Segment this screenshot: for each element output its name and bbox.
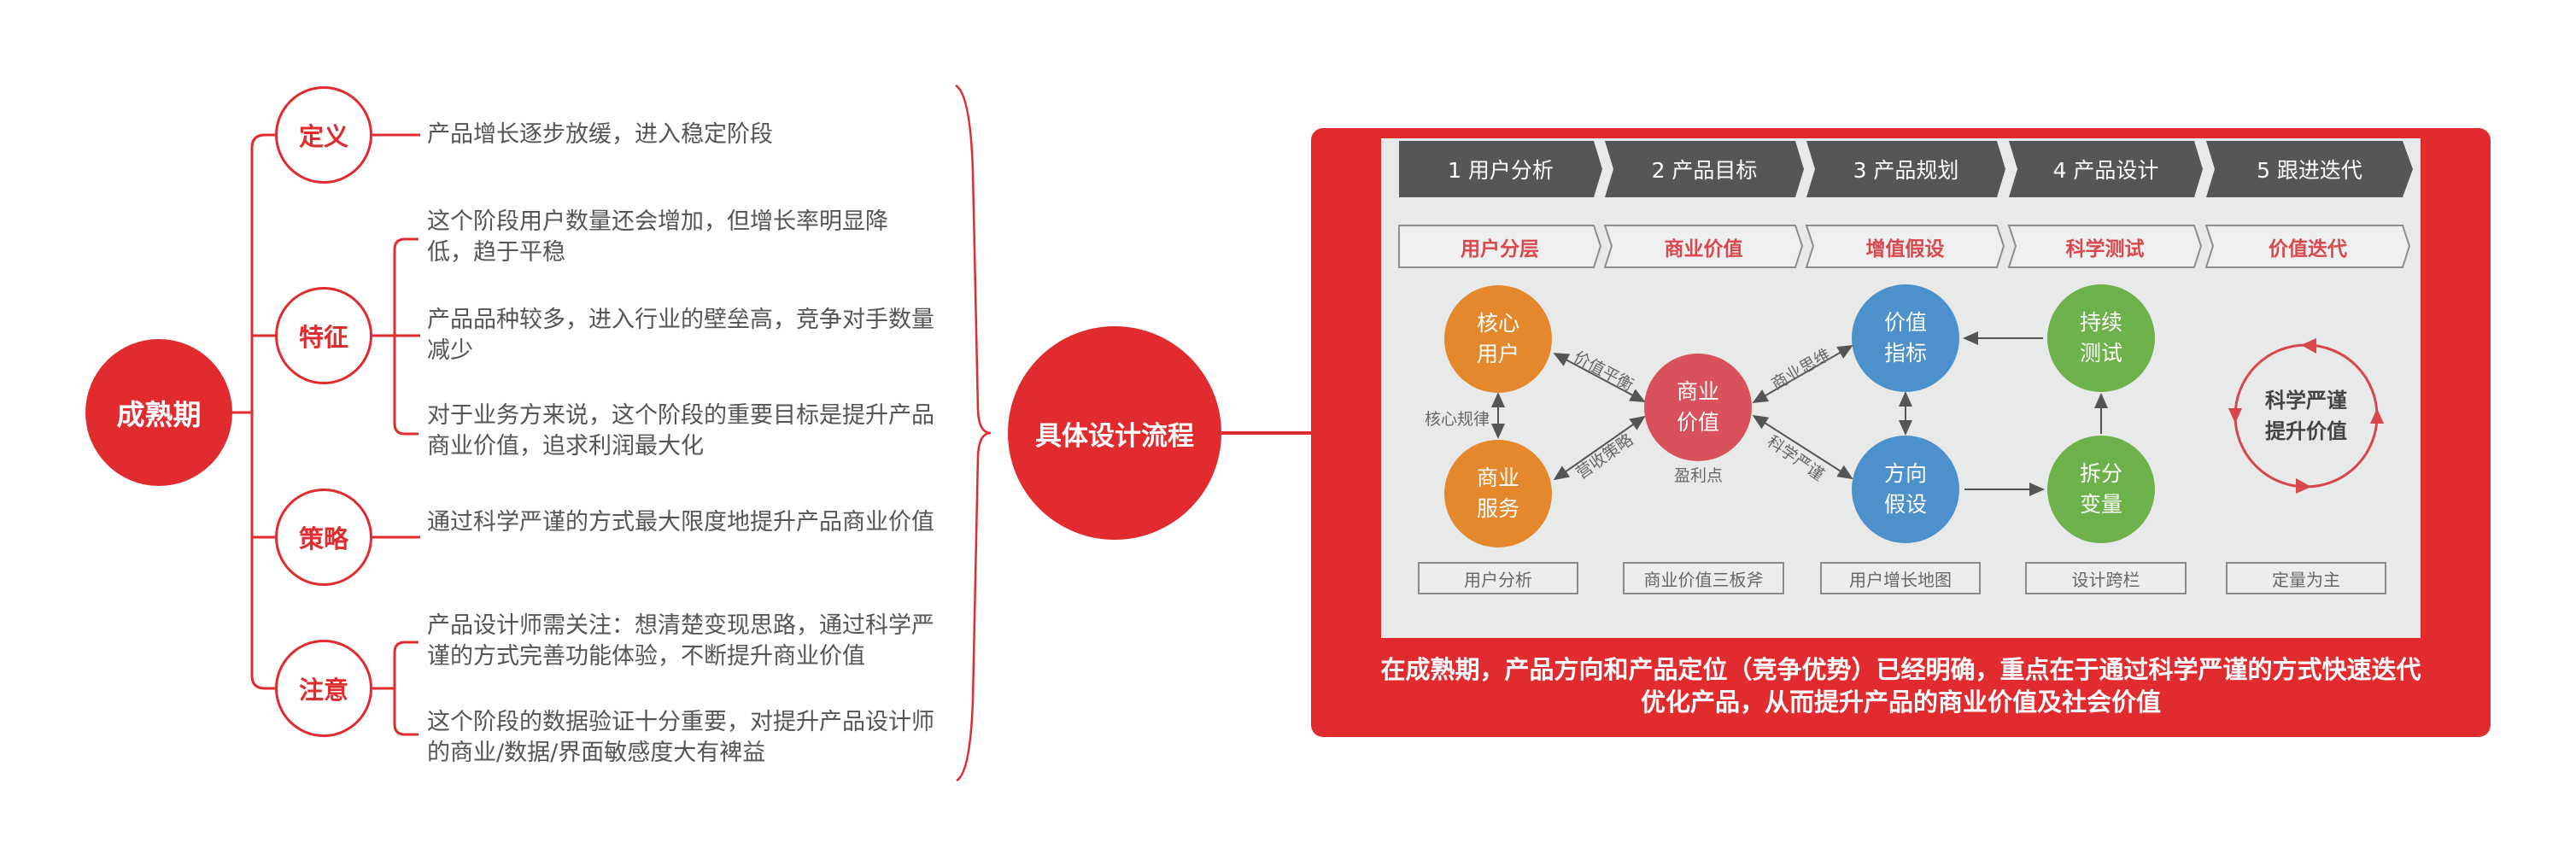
substep-value-added-hypothesis: 增值假设 <box>1865 237 1945 260</box>
root-node-label: 成熟期 <box>116 398 202 431</box>
node-direction-hypothesis: 方向假设 <box>1852 436 1959 543</box>
summary-node-label: 具体设计流程 <box>1035 420 1194 452</box>
branch-label: 注意 <box>298 676 348 705</box>
step-product-goal: 2 产品目标 <box>1651 158 1758 183</box>
branch-label: 特征 <box>298 323 348 352</box>
caption-line-2: 优化产品，从而提升产品的商业价值及社会价值 <box>1640 688 2161 717</box>
branch-label: 策略 <box>298 524 348 553</box>
step-user-analysis: 1 用户分析 <box>1448 158 1554 183</box>
step-product-planning: 3 产品规划 <box>1853 158 1959 183</box>
tool-quantitative-first: 定量为主 <box>2226 562 2386 594</box>
branch-attention[interactable]: 注意 <box>275 640 372 737</box>
summary-node-design-process[interactable]: 具体设计流程 <box>1008 326 1221 540</box>
note-characteristic-1: 这个阶段用户数量还会增加，但增长率明显降低，趋于平稳 <box>427 208 888 266</box>
substep-business-value: 商业价值 <box>1664 237 1743 260</box>
step-product-design: 4 产品设计 <box>2052 158 2159 183</box>
branch-label: 定义 <box>298 122 348 151</box>
node-continuous-testing: 持续测试 <box>2047 284 2155 392</box>
cycle-label: 科学严谨 提升价值 <box>2265 389 2347 443</box>
branch-characteristics[interactable]: 特征 <box>275 287 372 384</box>
node-split-variable: 拆分变量 <box>2047 436 2155 543</box>
substep-user-segmentation: 用户分层 <box>1461 237 1539 260</box>
node-business-service: 商业服务 <box>1444 440 1552 547</box>
note-characteristic-2: 产品品种较多，进入行业的壁垒高，竞争对手数量减少 <box>427 307 934 364</box>
tool-business-value-three-axes: 商业价值三板斧 <box>1623 562 1784 594</box>
root-node-maturity[interactable]: 成熟期 <box>85 339 232 486</box>
panel-caption: 在成熟期，产品方向和产品定位（竞争优势）已经明确，重点在于通过科学严谨的方式快速… <box>1311 653 2491 718</box>
edge-label-profit-point: 盈利点 <box>1674 466 1724 485</box>
node-business-value: 商业价值 <box>1644 354 1752 461</box>
tool-design-hurdles: 设计跨栏 <box>2025 562 2187 594</box>
branch-strategy[interactable]: 策略 <box>275 489 372 586</box>
note-attention-1: 产品设计师需关注：想清楚变现思路，通过科学严谨的方式完善功能体验，不断提升商业价… <box>427 612 934 670</box>
step-follow-iterate: 5 跟进迭代 <box>2257 158 2362 183</box>
note-definition: 产品增长逐步放缓，进入稳定阶段 <box>427 121 773 148</box>
tool-user-analysis: 用户分析 <box>1418 562 1578 594</box>
branch-definition[interactable]: 定义 <box>275 86 372 184</box>
tool-user-growth-map: 用户增长地图 <box>1820 562 1981 594</box>
edge-label-core-rule: 核心规律 <box>1425 410 1490 429</box>
note-strategy: 通过科学严谨的方式最大限度地提升产品商业价值 <box>427 509 934 535</box>
substep-scientific-testing: 科学测试 <box>2065 237 2145 260</box>
node-core-user: 核心用户 <box>1444 285 1552 393</box>
node-value-metric: 价值指标 <box>1852 284 1959 392</box>
note-characteristic-3: 对于业务方来说，这个阶段的重要目标是提升产品商业价值，追求利润最大化 <box>427 402 934 459</box>
substep-value-iteration: 价值迭代 <box>2269 237 2347 260</box>
caption-line-1: 在成熟期，产品方向和产品定位（竞争优势）已经明确，重点在于通过科学严谨的方式快速… <box>1380 655 2421 684</box>
note-attention-2: 这个阶段的数据验证十分重要，对提升产品设计师的商业/数据/界面敏感度大有裨益 <box>427 709 934 766</box>
